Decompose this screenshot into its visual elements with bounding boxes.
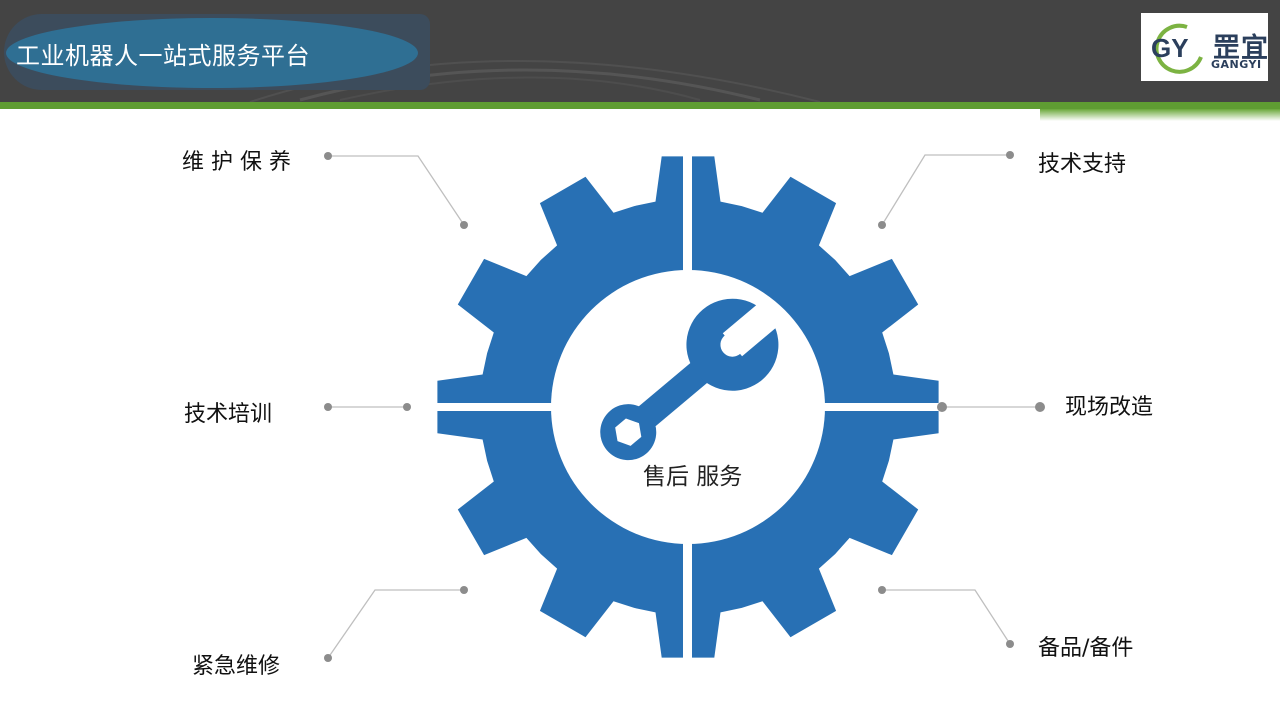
- label-maintenance: 维 护 保 养: [182, 150, 291, 175]
- logo-chinese-name: 罡宜: [1213, 33, 1269, 64]
- logo-mark-text: GY: [1151, 33, 1189, 63]
- label-tech-support: 技术支持: [1038, 152, 1127, 177]
- label-emergency-repair: 紧急维修: [192, 654, 281, 679]
- header-accent-bar: [0, 102, 1280, 109]
- wrench-icon: [600, 297, 785, 461]
- label-onsite-retrofit: 现场改造: [1065, 395, 1154, 420]
- label-spare-parts: 备品/备件: [1038, 636, 1134, 661]
- gear-icon: [430, 150, 945, 665]
- connector-dots: [324, 151, 1045, 662]
- gy-logo-icon: GY: [1151, 23, 1203, 74]
- label-training: 技术培训: [184, 402, 273, 427]
- center-label: 售后 服务: [643, 464, 743, 490]
- logo: GY 罡宜 GANGYI: [1141, 13, 1268, 81]
- header-accent-fade: [1040, 109, 1280, 121]
- title-banner-highlight: [6, 18, 418, 88]
- connector-lines: [327, 154, 1040, 659]
- logo-english-name: GANGYI: [1211, 58, 1262, 71]
- page-title: 工业机器人一站式服务平台: [16, 42, 310, 70]
